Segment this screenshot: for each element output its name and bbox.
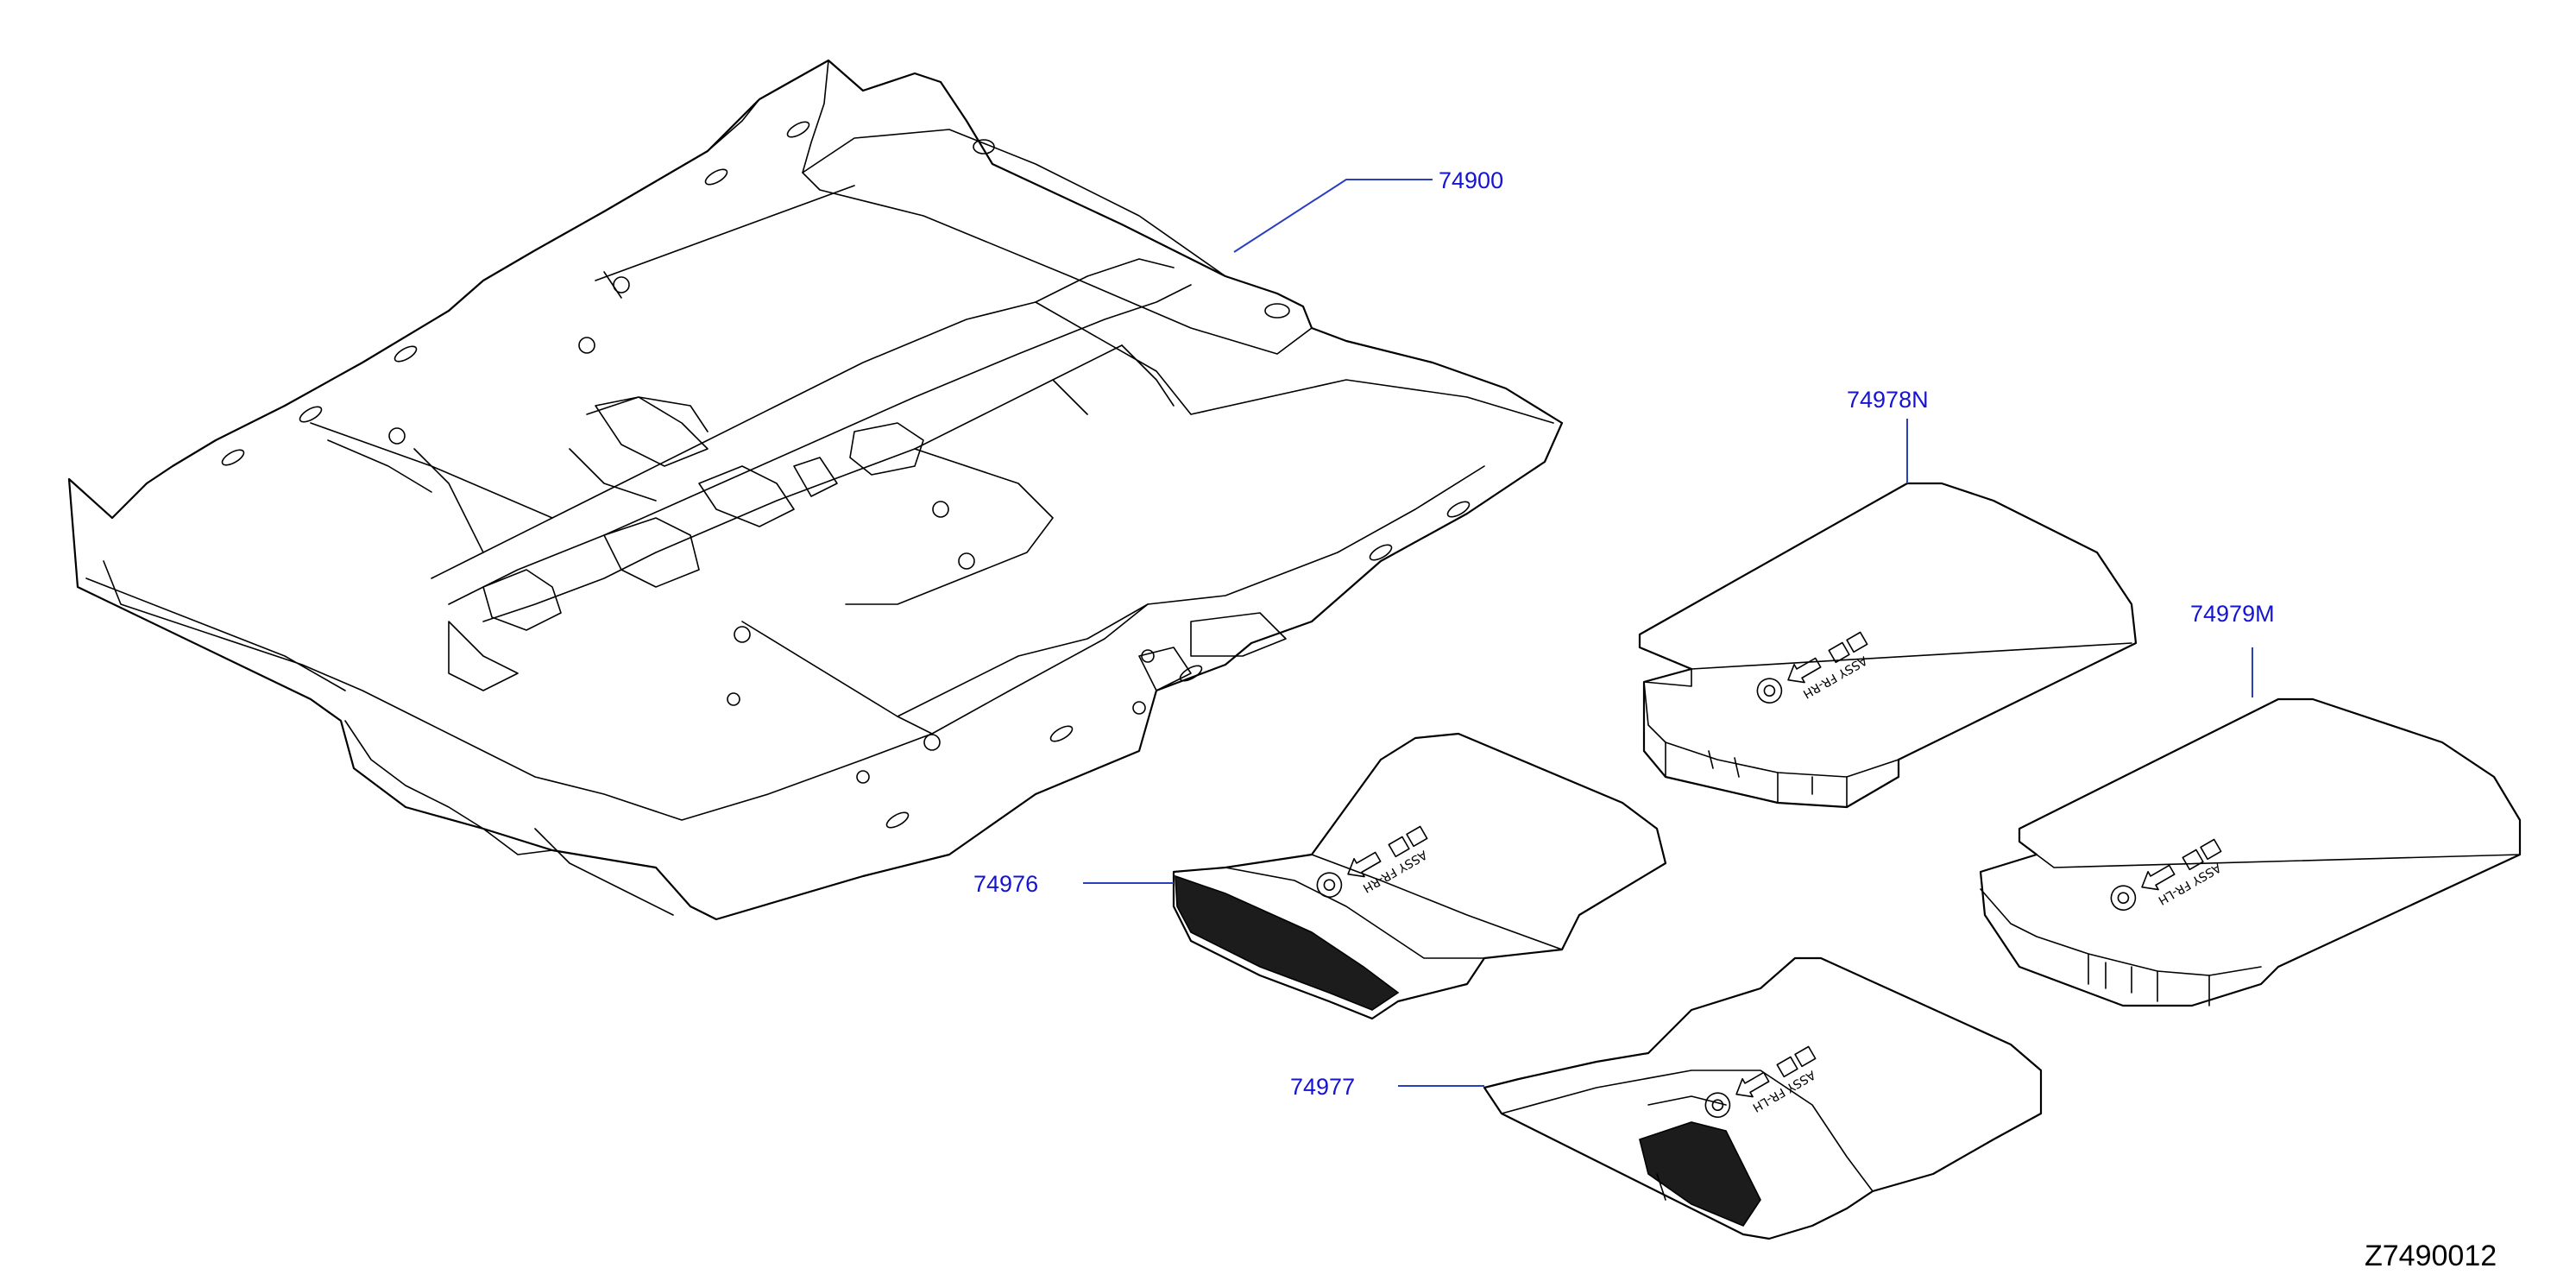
part-label-74978N[interactable]: 74978N [1847, 387, 1929, 413]
leader-74900 [1233, 179, 1433, 253]
floor-carpet-drawing [67, 59, 1564, 921]
part-label-74900[interactable]: 74900 [1439, 167, 1503, 193]
rear-mat-lh-drawing: ASSY FR-LH [1979, 697, 2522, 1007]
diagram-code: Z7490012 [2365, 1240, 2497, 1272]
front-mat-lh-drawing: ASSY FR-LH [1483, 956, 2043, 1240]
part-label-74979M[interactable]: 74979M [2190, 601, 2275, 627]
part-label-74977[interactable]: 74977 [1290, 1074, 1355, 1100]
leader-lines [1083, 179, 2253, 1087]
part-label-74976[interactable]: 74976 [973, 871, 1038, 897]
rear-mat-rh-drawing: ASSY FR-RH [1638, 482, 2138, 809]
front-mat-rh-drawing: ASSY FR-RH [1172, 732, 1667, 1020]
